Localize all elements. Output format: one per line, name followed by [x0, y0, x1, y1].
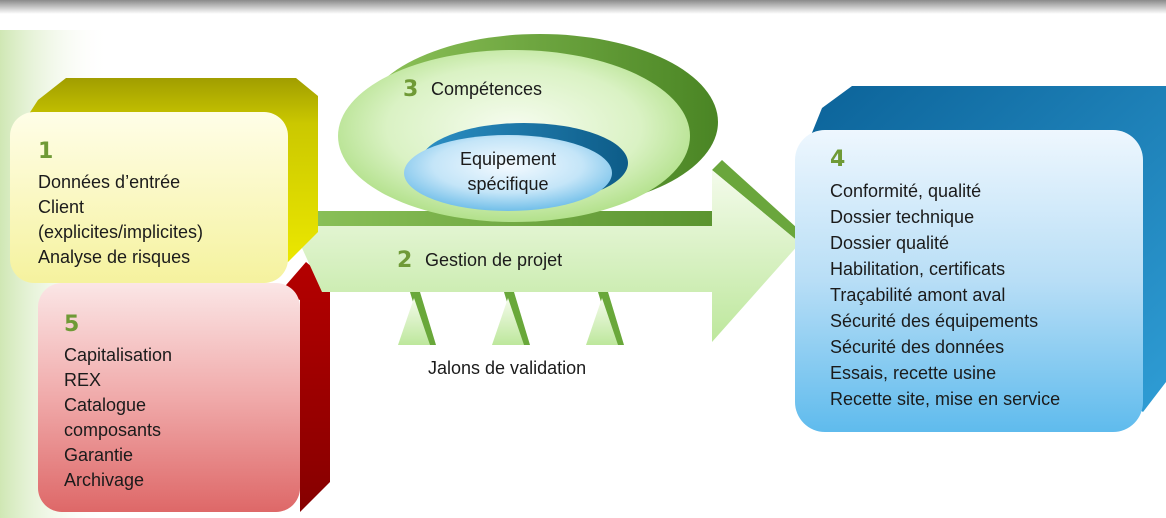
box-5-line: Archivage	[64, 470, 144, 490]
milestone-2	[492, 292, 530, 345]
box-4-line: Habilitation, certificats	[830, 259, 1005, 279]
inner-ellipse-front	[404, 135, 612, 211]
ellipse-3-number: 3	[403, 77, 418, 102]
box-5-line: Capitalisation	[64, 345, 172, 365]
box-5-capitalisation	[38, 262, 330, 512]
box-1-line: Client	[38, 197, 84, 217]
box-5-line: Catalogue	[64, 395, 146, 415]
box-4-line: Conformité, qualité	[830, 181, 981, 201]
box-5-line: composants	[64, 420, 161, 440]
inner-ellipse-line: spécifique	[467, 174, 548, 194]
box-1-number: 1	[38, 139, 53, 164]
box-1-donnees-entree	[10, 78, 318, 283]
box-1-line: Données d’entrée	[38, 172, 180, 192]
milestone-1-shade	[410, 292, 436, 345]
box-1-line: Analyse de risques	[38, 247, 190, 267]
box-4-conformite	[795, 86, 1166, 432]
milestone-3	[586, 292, 624, 345]
milestone-2-shade	[504, 292, 530, 345]
arrow-front-face	[292, 170, 800, 342]
arrow-label: Gestion de projet	[425, 250, 562, 270]
box-4-line: Essais, recette usine	[830, 363, 996, 383]
milestone-2-face	[492, 298, 524, 345]
box-1-line: (explicites/implicites)	[38, 222, 203, 242]
milestone-3-face	[586, 298, 618, 345]
box-4-line: Traçabilité amont aval	[830, 285, 1005, 305]
arrow-number: 2	[397, 248, 412, 273]
arrow-head-edge	[712, 160, 808, 243]
box-5-number: 5	[64, 312, 79, 337]
ellipse-3-label: Compétences	[431, 79, 542, 99]
box-4-line: Recette site, mise en service	[830, 389, 1060, 409]
box-5-side	[280, 262, 330, 512]
inner-ellipse-line: Equipement	[460, 149, 556, 169]
box-1-front	[10, 112, 288, 283]
box-4-line: Sécurité des données	[830, 337, 1004, 357]
box-5-line: Garantie	[64, 445, 133, 465]
box-4-line: Dossier technique	[830, 207, 974, 227]
milestones-label: Jalons de validation	[428, 358, 586, 378]
box-5-line: REX	[64, 370, 101, 390]
top-bar	[0, 0, 1166, 14]
box-4-line: Sécurité des équipements	[830, 311, 1038, 331]
milestone-3-shade	[598, 292, 624, 345]
box-4-number: 4	[830, 147, 845, 172]
box-4-line: Dossier qualité	[830, 233, 949, 253]
box-4-front	[795, 130, 1143, 432]
box-5-front	[38, 283, 300, 512]
milestone-1	[398, 292, 436, 345]
ellipse-3-competences	[338, 34, 718, 222]
milestone-1-face	[398, 298, 430, 345]
